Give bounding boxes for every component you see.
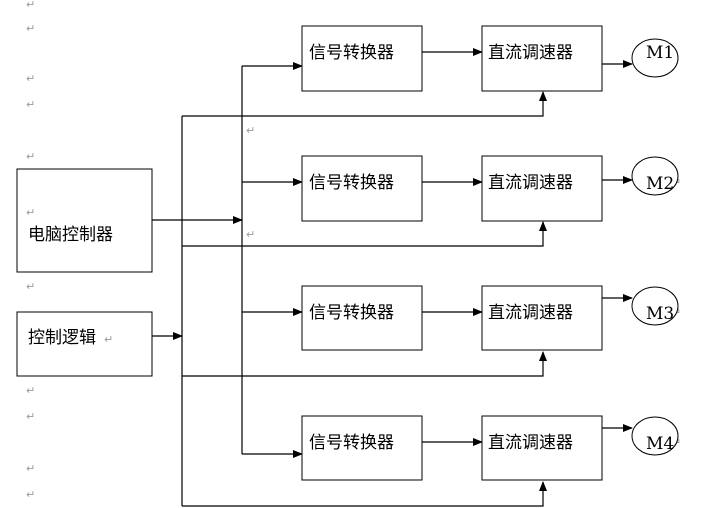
paragraph-mark: ↵ xyxy=(246,228,255,241)
motor-circle xyxy=(631,156,679,196)
motor-circle xyxy=(631,38,679,78)
motor-label: M2 xyxy=(646,174,674,194)
motor-label: M3 xyxy=(646,304,674,324)
dc-regulator-box xyxy=(481,415,603,481)
paragraph-mark: ↵ xyxy=(104,333,113,346)
dc-regulator-label: 直流调速器 xyxy=(488,303,573,323)
paragraph-mark: ↵ xyxy=(26,0,35,11)
signal-converter-box xyxy=(301,155,423,222)
motor-label: M1 xyxy=(646,43,674,63)
paragraph-mark: ↵ xyxy=(26,384,35,397)
feedback-arrow-1 xyxy=(182,91,547,117)
computer-controller-label: 电脑控制器 xyxy=(28,225,113,245)
feedback-arrow-2 xyxy=(182,221,547,247)
paragraph-mark: ↵ xyxy=(26,488,35,501)
signal-converter-box xyxy=(301,415,423,481)
paragraph-mark: ↵ xyxy=(26,206,35,219)
control-logic-label: 控制逻辑 xyxy=(28,328,96,348)
signal-converter-box xyxy=(301,285,423,351)
channel-4: 信号转换器 直流调速器 M4 xyxy=(301,415,679,481)
dc-regulator-label: 直流调速器 xyxy=(488,173,573,193)
paragraph-mark: ↵ xyxy=(26,22,35,35)
paragraph-mark: ↵ xyxy=(26,410,35,423)
paragraph-mark: ↵ xyxy=(26,72,35,85)
feedback-arrow-3 xyxy=(182,351,547,377)
signal-bus xyxy=(152,62,547,507)
paragraph-mark: ↵ xyxy=(26,280,35,293)
motor-label: M4 xyxy=(646,434,674,454)
signal-converter-label: 信号转换器 xyxy=(309,303,394,323)
signal-converter-box xyxy=(301,25,423,92)
channel-1: 信号转换器 直流调速器 M1 xyxy=(301,25,679,92)
control-logic-box xyxy=(16,311,153,377)
signal-converter-label: 信号转换器 xyxy=(309,43,394,63)
dc-regulator-box xyxy=(481,155,603,222)
paragraph-mark: ↵ xyxy=(246,124,255,137)
signal-converter-label: 信号转换器 xyxy=(309,173,394,193)
computer-controller-box xyxy=(16,168,153,273)
channel-2: 信号转换器 直流调速器 M2 xyxy=(301,155,679,222)
dc-regulator-label: 直流调速器 xyxy=(488,433,573,453)
dc-regulator-box xyxy=(481,25,603,92)
signal-converter-label: 信号转换器 xyxy=(309,433,394,453)
dc-regulator-label: 直流调速器 xyxy=(488,43,573,63)
channel-3: 信号转换器 直流调速器 M3 xyxy=(301,285,679,351)
paragraph-mark: ↵ xyxy=(26,150,35,163)
motor-circle xyxy=(631,416,679,456)
dc-regulator-box xyxy=(481,285,603,351)
paragraph-mark: ↵ xyxy=(26,462,35,475)
paragraph-mark: ↵ xyxy=(26,98,35,111)
motor-circle xyxy=(631,286,679,326)
feedback-arrow-4 xyxy=(182,481,547,507)
